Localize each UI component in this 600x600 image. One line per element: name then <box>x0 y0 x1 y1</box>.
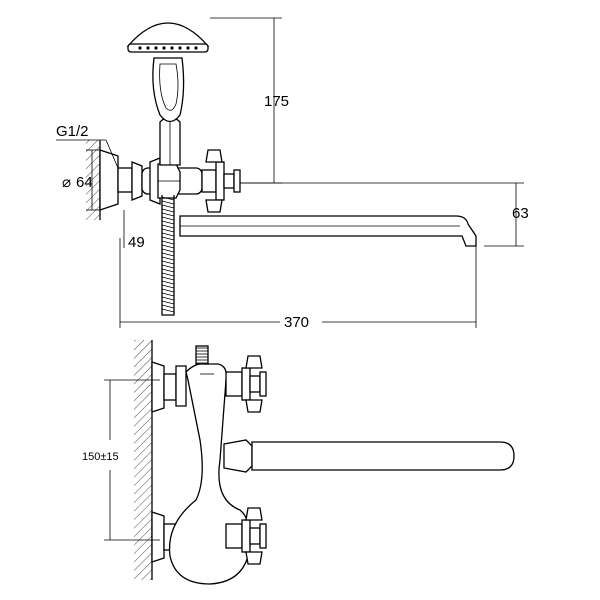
dimension-g12: G1/2 <box>56 123 119 169</box>
shower-hose <box>161 195 175 316</box>
wall-section-top <box>86 140 100 220</box>
wall-section-bottom <box>134 340 152 580</box>
shower-head <box>126 22 210 47</box>
wall-flange <box>99 149 119 211</box>
side-view: 175 63 G1/2 ⌀ 64 49 <box>56 17 529 331</box>
label-175: 175 <box>264 93 289 110</box>
label-150: 150±15 <box>82 451 119 463</box>
shower-handset <box>126 22 210 123</box>
cross-handle-top <box>201 149 241 213</box>
dimension-63: 63 <box>240 182 529 247</box>
front-view: 150±15 <box>82 340 515 585</box>
label-diameter-symbol: ⌀ <box>62 174 71 191</box>
spout-side <box>179 215 477 247</box>
label-49: 49 <box>128 234 145 251</box>
cross-handle-upper <box>225 355 267 413</box>
label-thread: G1/2 <box>56 123 89 140</box>
dimension-150: 150±15 <box>82 379 160 541</box>
cross-handle-lower <box>225 507 267 565</box>
dimension-diameter-64: ⌀ 64 <box>62 149 100 211</box>
label-63: 63 <box>512 205 529 222</box>
label-370: 370 <box>284 314 309 331</box>
dimension-370: 370 <box>119 238 477 331</box>
spout-top <box>251 441 515 471</box>
dimension-49: 49 <box>123 210 145 251</box>
label-64: 64 <box>76 174 93 191</box>
